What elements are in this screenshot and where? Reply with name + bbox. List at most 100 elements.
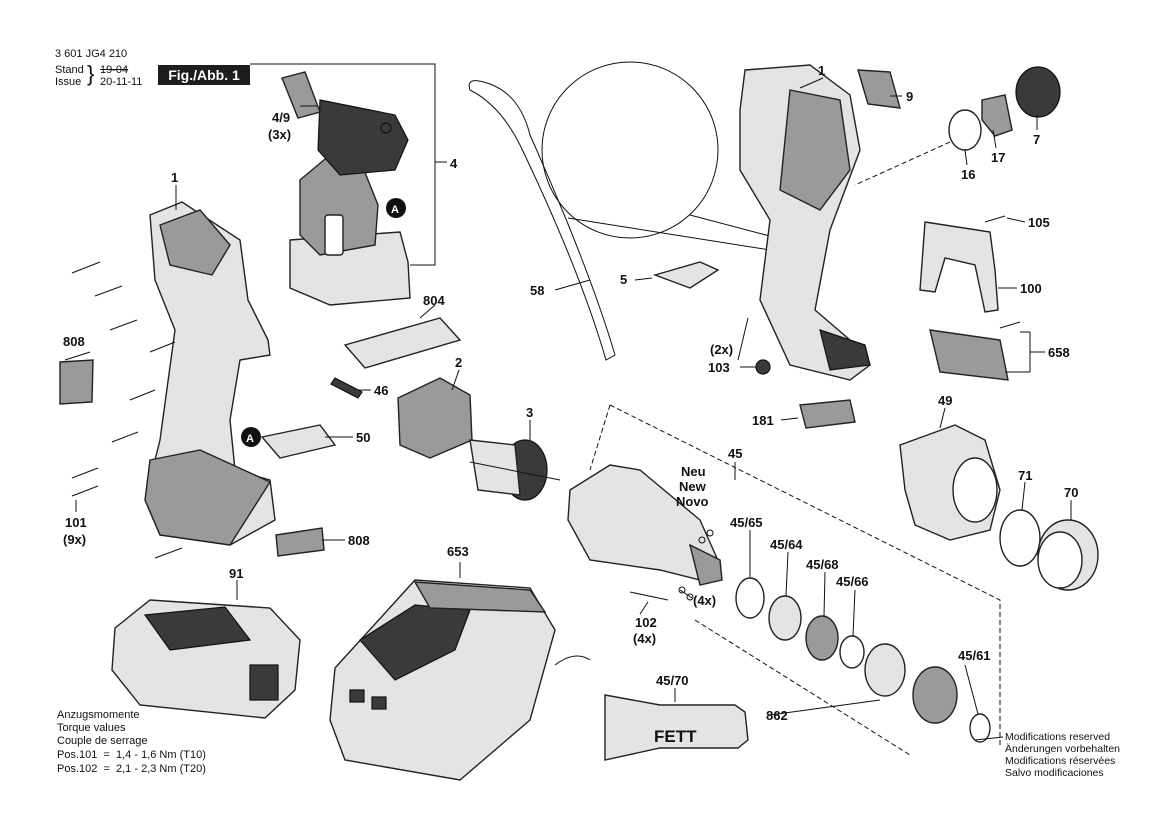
- ring-71: [999, 509, 1041, 567]
- modifications-de: Änderungen vorbehalten: [1005, 743, 1121, 755]
- callout-17: 17: [991, 150, 1005, 165]
- leader-lines: [64, 77, 1072, 741]
- impact-housing-45: [567, 464, 723, 586]
- stand-date: 19-04: [100, 64, 129, 76]
- label-808-upper: [59, 359, 94, 405]
- anvil-45: [912, 666, 958, 724]
- callout-4-9: 4/9: [272, 110, 290, 125]
- callout-45-70: 45/70: [656, 673, 689, 688]
- callout-1-left: 1: [171, 170, 178, 185]
- callout-58: 58: [530, 283, 544, 298]
- callout-46: 46: [374, 383, 388, 398]
- callout-45-61: 45/61: [958, 648, 991, 663]
- modifications-fr: Modifications réservées: [1005, 755, 1116, 767]
- screw-102: [629, 591, 669, 601]
- callout-804: 804: [423, 293, 445, 308]
- nut-103: [755, 359, 771, 375]
- bracket-brace: }: [87, 61, 95, 86]
- detail-magnifier: [541, 61, 719, 239]
- callout-5: 5: [620, 272, 627, 287]
- rotor-3: [469, 439, 561, 501]
- callout-862: 862: [766, 708, 788, 723]
- screw-105: [984, 215, 1006, 223]
- bracket-4: [250, 63, 436, 266]
- spring-46: [330, 377, 363, 399]
- clip-5: [652, 261, 720, 289]
- modifications-en: Modifications reserved: [1005, 731, 1111, 743]
- callout-658: 658: [1048, 345, 1070, 360]
- callout-100: 100: [1020, 281, 1042, 296]
- callout-101: 101: [65, 515, 87, 530]
- ring-17: [981, 94, 1013, 137]
- charger-653: [329, 579, 591, 781]
- callout-1-right: 1: [818, 63, 825, 78]
- novo-label: Novo: [676, 494, 709, 509]
- right-housing: [739, 64, 871, 381]
- torque-pos102: Pos.102 = 2,1 - 2,3 Nm (T20): [57, 763, 206, 775]
- stator-2: [397, 377, 473, 459]
- callout-2x: (2x): [710, 342, 733, 357]
- marker-a-lower: [241, 427, 261, 447]
- torque-title-fr: Couple de serrage: [57, 735, 148, 747]
- callout-50: 50: [356, 430, 370, 445]
- torque-title-en: Torque values: [57, 722, 126, 734]
- torque-title-de: Anzugsmomente: [57, 709, 140, 721]
- ring-45-64: [768, 595, 802, 641]
- callout-45: 45: [728, 446, 742, 461]
- strap-58: [468, 80, 616, 361]
- left-housing: [144, 201, 276, 546]
- battery-91: [111, 599, 301, 719]
- callout-9x: (9x): [63, 532, 86, 547]
- callout-808-lower: 808: [348, 533, 370, 548]
- modifications-es: Salvo modificaciones: [1005, 767, 1104, 779]
- screws-101: [71, 261, 183, 559]
- label-181: [799, 399, 856, 429]
- callout-labels: 1 4/9 (3x) 4 804 808 46 2 50 101 (9x) 80…: [63, 63, 1078, 746]
- callout-70: 70: [1064, 485, 1078, 500]
- marker-a-upper-text: A: [391, 204, 399, 216]
- label-9: [857, 69, 901, 109]
- callout-3x: (3x): [268, 127, 291, 142]
- callout-71: 71: [1018, 468, 1032, 483]
- callout-7: 7: [1033, 132, 1040, 147]
- callout-103: 103: [708, 360, 730, 375]
- callout-102: 102: [635, 615, 657, 630]
- gear-housing-49: [899, 424, 1001, 541]
- callout-653: 653: [447, 544, 469, 559]
- group-outline-45: [609, 404, 1001, 745]
- callout-2: 2: [455, 355, 462, 370]
- dial-7: [1015, 66, 1061, 118]
- fett-label: FETT: [654, 727, 697, 746]
- callout-45-66: 45/66: [836, 574, 869, 589]
- callout-91: 91: [229, 566, 243, 581]
- callout-3: 3: [526, 405, 533, 420]
- ring-45-66: [839, 635, 865, 669]
- ring-45-61: [969, 713, 991, 743]
- callout-9: 9: [906, 89, 913, 104]
- torque-pos101: Pos.101 = 1,4 - 1,6 Nm (T10): [57, 749, 206, 761]
- marker-a-lower-text: A: [246, 433, 254, 445]
- belt-clip-100: [919, 221, 999, 313]
- disc-16: [948, 109, 982, 151]
- bit-holder-658: [929, 329, 1009, 381]
- ring-45-65: [735, 577, 765, 619]
- callout-4x-b: (4x): [633, 631, 656, 646]
- neu-label: Neu: [681, 464, 706, 479]
- callout-181: 181: [752, 413, 774, 428]
- ring-45-68: [805, 615, 839, 661]
- board-50: [260, 424, 337, 459]
- issue-date: 20-11-11: [100, 76, 143, 88]
- figure-label: Fig./Abb. 1: [158, 65, 250, 85]
- callout-16: 16: [961, 167, 975, 182]
- stand-label: Stand: [55, 64, 84, 76]
- callout-4: 4: [450, 156, 458, 171]
- callout-45-64: 45/64: [770, 537, 803, 552]
- bearing-862: [864, 643, 906, 697]
- callout-45-68: 45/68: [806, 557, 839, 572]
- callout-45-65: 45/65: [730, 515, 763, 530]
- issue-label: Issue: [55, 76, 82, 88]
- board-804: [343, 317, 462, 369]
- new-label: New: [679, 479, 707, 494]
- callout-4x-a: (4x): [693, 593, 716, 608]
